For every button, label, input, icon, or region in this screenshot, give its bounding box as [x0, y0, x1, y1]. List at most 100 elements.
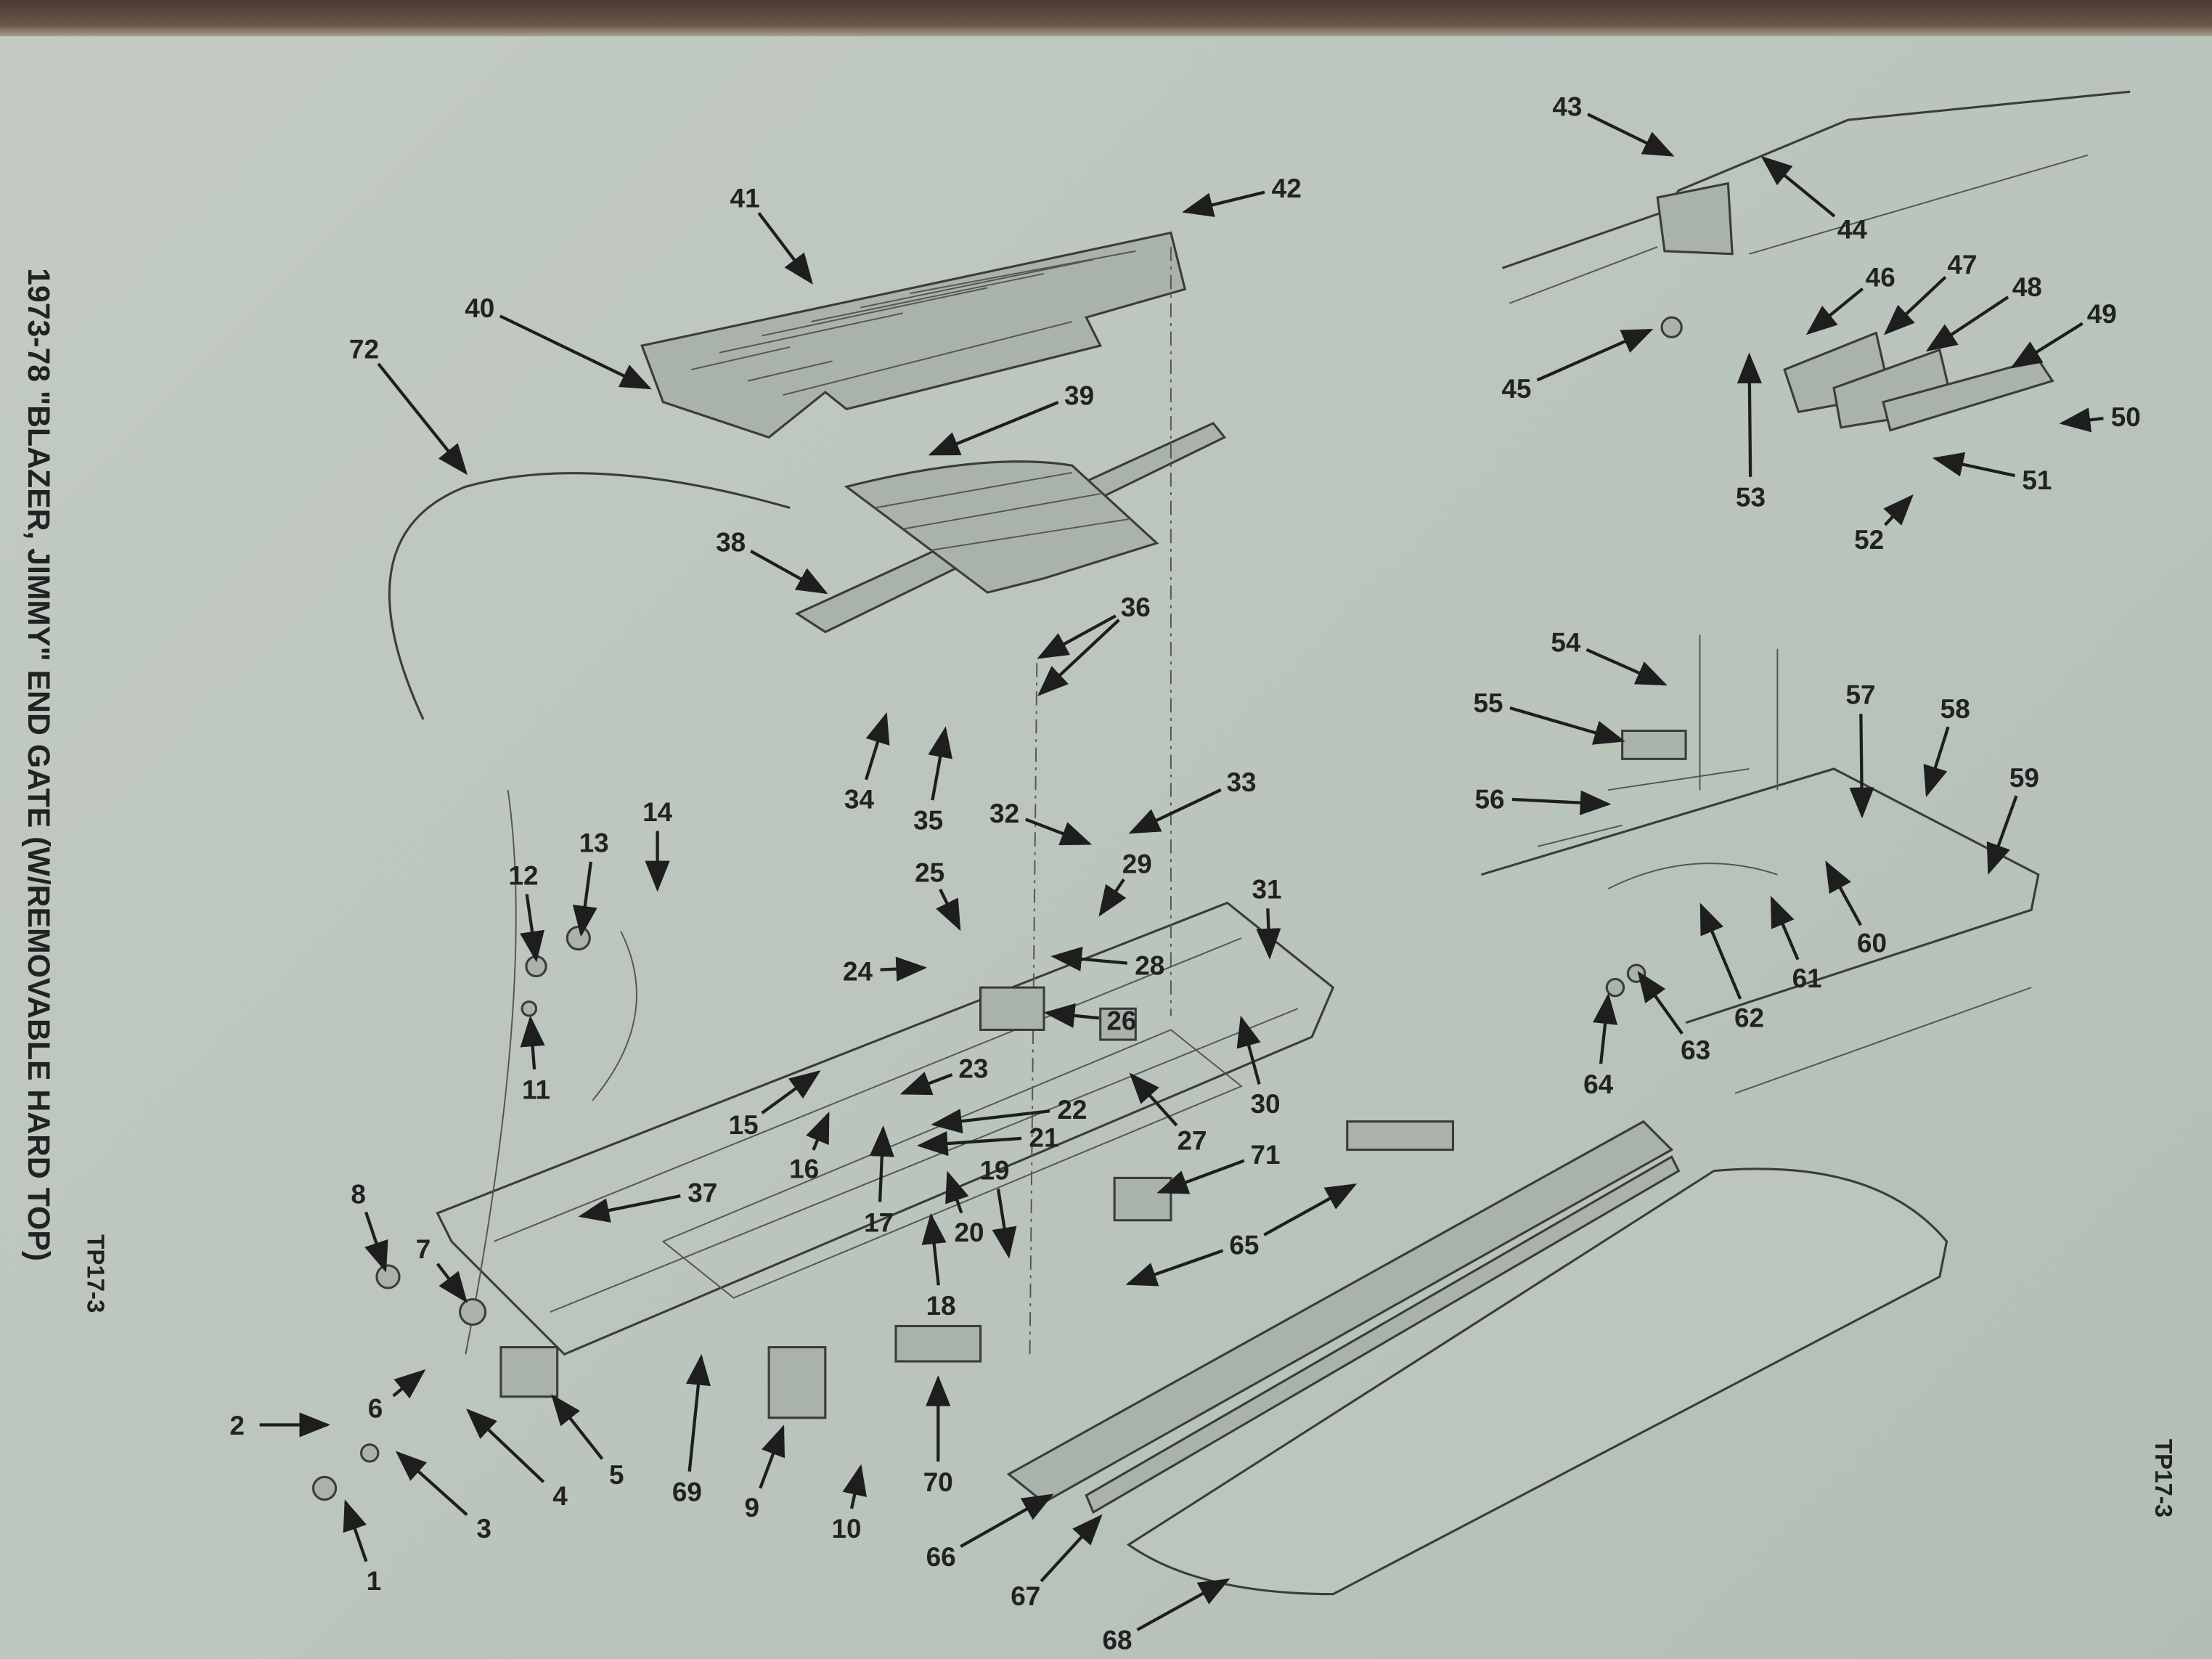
callout-64: 64	[1583, 1069, 1614, 1099]
leader-arrow	[806, 1112, 830, 1151]
callout-21: 21	[1029, 1123, 1058, 1153]
background-edge	[0, 0, 2212, 36]
leader-arrow	[864, 712, 890, 780]
leader-arrow	[1511, 790, 1612, 815]
leader-arrow	[572, 861, 597, 937]
callout-4: 4	[552, 1481, 568, 1511]
callout-54: 54	[1551, 628, 1581, 658]
leader-arrow	[992, 1189, 1017, 1259]
leader-arrow	[1025, 818, 1093, 846]
callout-10: 10	[831, 1514, 861, 1544]
leader-arrow	[759, 1424, 785, 1489]
leader-arrow	[960, 1493, 1054, 1548]
callout-11: 11	[522, 1075, 550, 1105]
callout-13: 13	[579, 828, 609, 858]
callout-14: 14	[642, 797, 673, 827]
leader-arrow	[1136, 1578, 1231, 1631]
leader-arrow	[395, 1451, 468, 1517]
leader-arrow	[1932, 452, 2015, 478]
callout-57: 57	[1845, 680, 1875, 710]
leader-arrow	[466, 1409, 545, 1483]
end-gate-panel	[436, 789, 1335, 1356]
leader-arrow	[1736, 352, 1762, 477]
callout-52: 52	[1854, 525, 1884, 555]
callout-50: 50	[2111, 402, 2141, 432]
callout-66: 66	[926, 1542, 956, 1572]
leader-arrow	[551, 1394, 604, 1460]
leader-arrow	[757, 212, 813, 285]
leader-arrow	[1585, 648, 1668, 686]
leader-arrow	[1925, 295, 2009, 352]
callout-9: 9	[745, 1493, 760, 1523]
callout-35: 35	[913, 806, 943, 836]
handle-insert	[1501, 90, 2131, 432]
leader-arrow	[1156, 1159, 1245, 1194]
leader-arrow	[1509, 706, 1625, 745]
regulator-cable	[388, 472, 791, 720]
leader-arrow	[750, 550, 828, 595]
leader-arrow	[1883, 494, 1914, 526]
side-view-insert	[1480, 635, 2040, 1094]
callout-58: 58	[1940, 694, 1970, 724]
callout-61: 61	[1792, 963, 1822, 993]
leader-arrow	[1182, 190, 1265, 217]
callout-17: 17	[864, 1207, 894, 1237]
callout-49: 49	[2087, 299, 2117, 329]
callout-43: 43	[1552, 91, 1582, 121]
callout-44: 44	[1837, 214, 1868, 244]
callout-65: 65	[1229, 1230, 1259, 1260]
glass-run-channel	[1006, 1120, 1681, 1515]
leader-arrow	[842, 1464, 867, 1509]
leader-arrow	[936, 888, 961, 932]
leader-arrow	[1043, 1003, 1100, 1028]
callout-39: 39	[1064, 381, 1094, 411]
window-regulator	[794, 421, 1227, 634]
callout-72: 72	[349, 335, 379, 364]
callout-23: 23	[958, 1053, 988, 1083]
leader-arrow	[1825, 860, 1863, 926]
callout-47: 47	[1947, 250, 1977, 280]
leader-arrow	[880, 956, 928, 982]
leader-arrow	[343, 1499, 368, 1562]
callout-63: 63	[1681, 1035, 1710, 1065]
leader-arrow	[1760, 155, 1836, 218]
part-callouts: 1234567891011121314151617181920212223242…	[229, 91, 2141, 1655]
callout-25: 25	[915, 857, 944, 887]
end-gate-glass	[1126, 1167, 1948, 1596]
callout-40: 40	[465, 293, 494, 323]
leader-arrow	[1536, 328, 1654, 382]
callout-56: 56	[1474, 784, 1504, 814]
callout-22: 22	[1057, 1095, 1087, 1125]
callout-48: 48	[2012, 272, 2042, 302]
leader-arrow	[899, 1072, 953, 1096]
leader-arrow	[1986, 795, 2018, 875]
leader-arrow	[520, 894, 544, 963]
callout-27: 27	[1177, 1126, 1207, 1156]
callout-55: 55	[1474, 688, 1503, 718]
leader-arrow	[1236, 1015, 1261, 1085]
leader-arrow	[869, 1125, 894, 1202]
leader-arrow	[1040, 1514, 1103, 1583]
callout-37: 37	[687, 1178, 717, 1207]
leader-arrow	[1805, 287, 1864, 335]
callout-69: 69	[672, 1477, 702, 1507]
callout-62: 62	[1734, 1003, 1764, 1033]
leader-arrow	[1037, 619, 1120, 696]
leader-arrow	[1129, 1072, 1178, 1127]
leader-arrow	[392, 1369, 426, 1399]
callout-19: 19	[979, 1155, 1009, 1185]
callout-26: 26	[1106, 1006, 1136, 1035]
leader-arrow	[945, 1170, 969, 1214]
callout-38: 38	[716, 528, 746, 558]
leader-arrow	[578, 1194, 681, 1223]
callout-33: 33	[1226, 767, 1256, 797]
leader-arrow	[1637, 971, 1684, 1035]
page-code-right: TP17-3	[2150, 1439, 2177, 1517]
leader-arrow	[928, 726, 953, 801]
leader-arrow	[921, 1212, 947, 1286]
leader-arrow	[1263, 1183, 1358, 1236]
callout-53: 53	[1736, 483, 1766, 513]
callout-29: 29	[1122, 849, 1152, 879]
